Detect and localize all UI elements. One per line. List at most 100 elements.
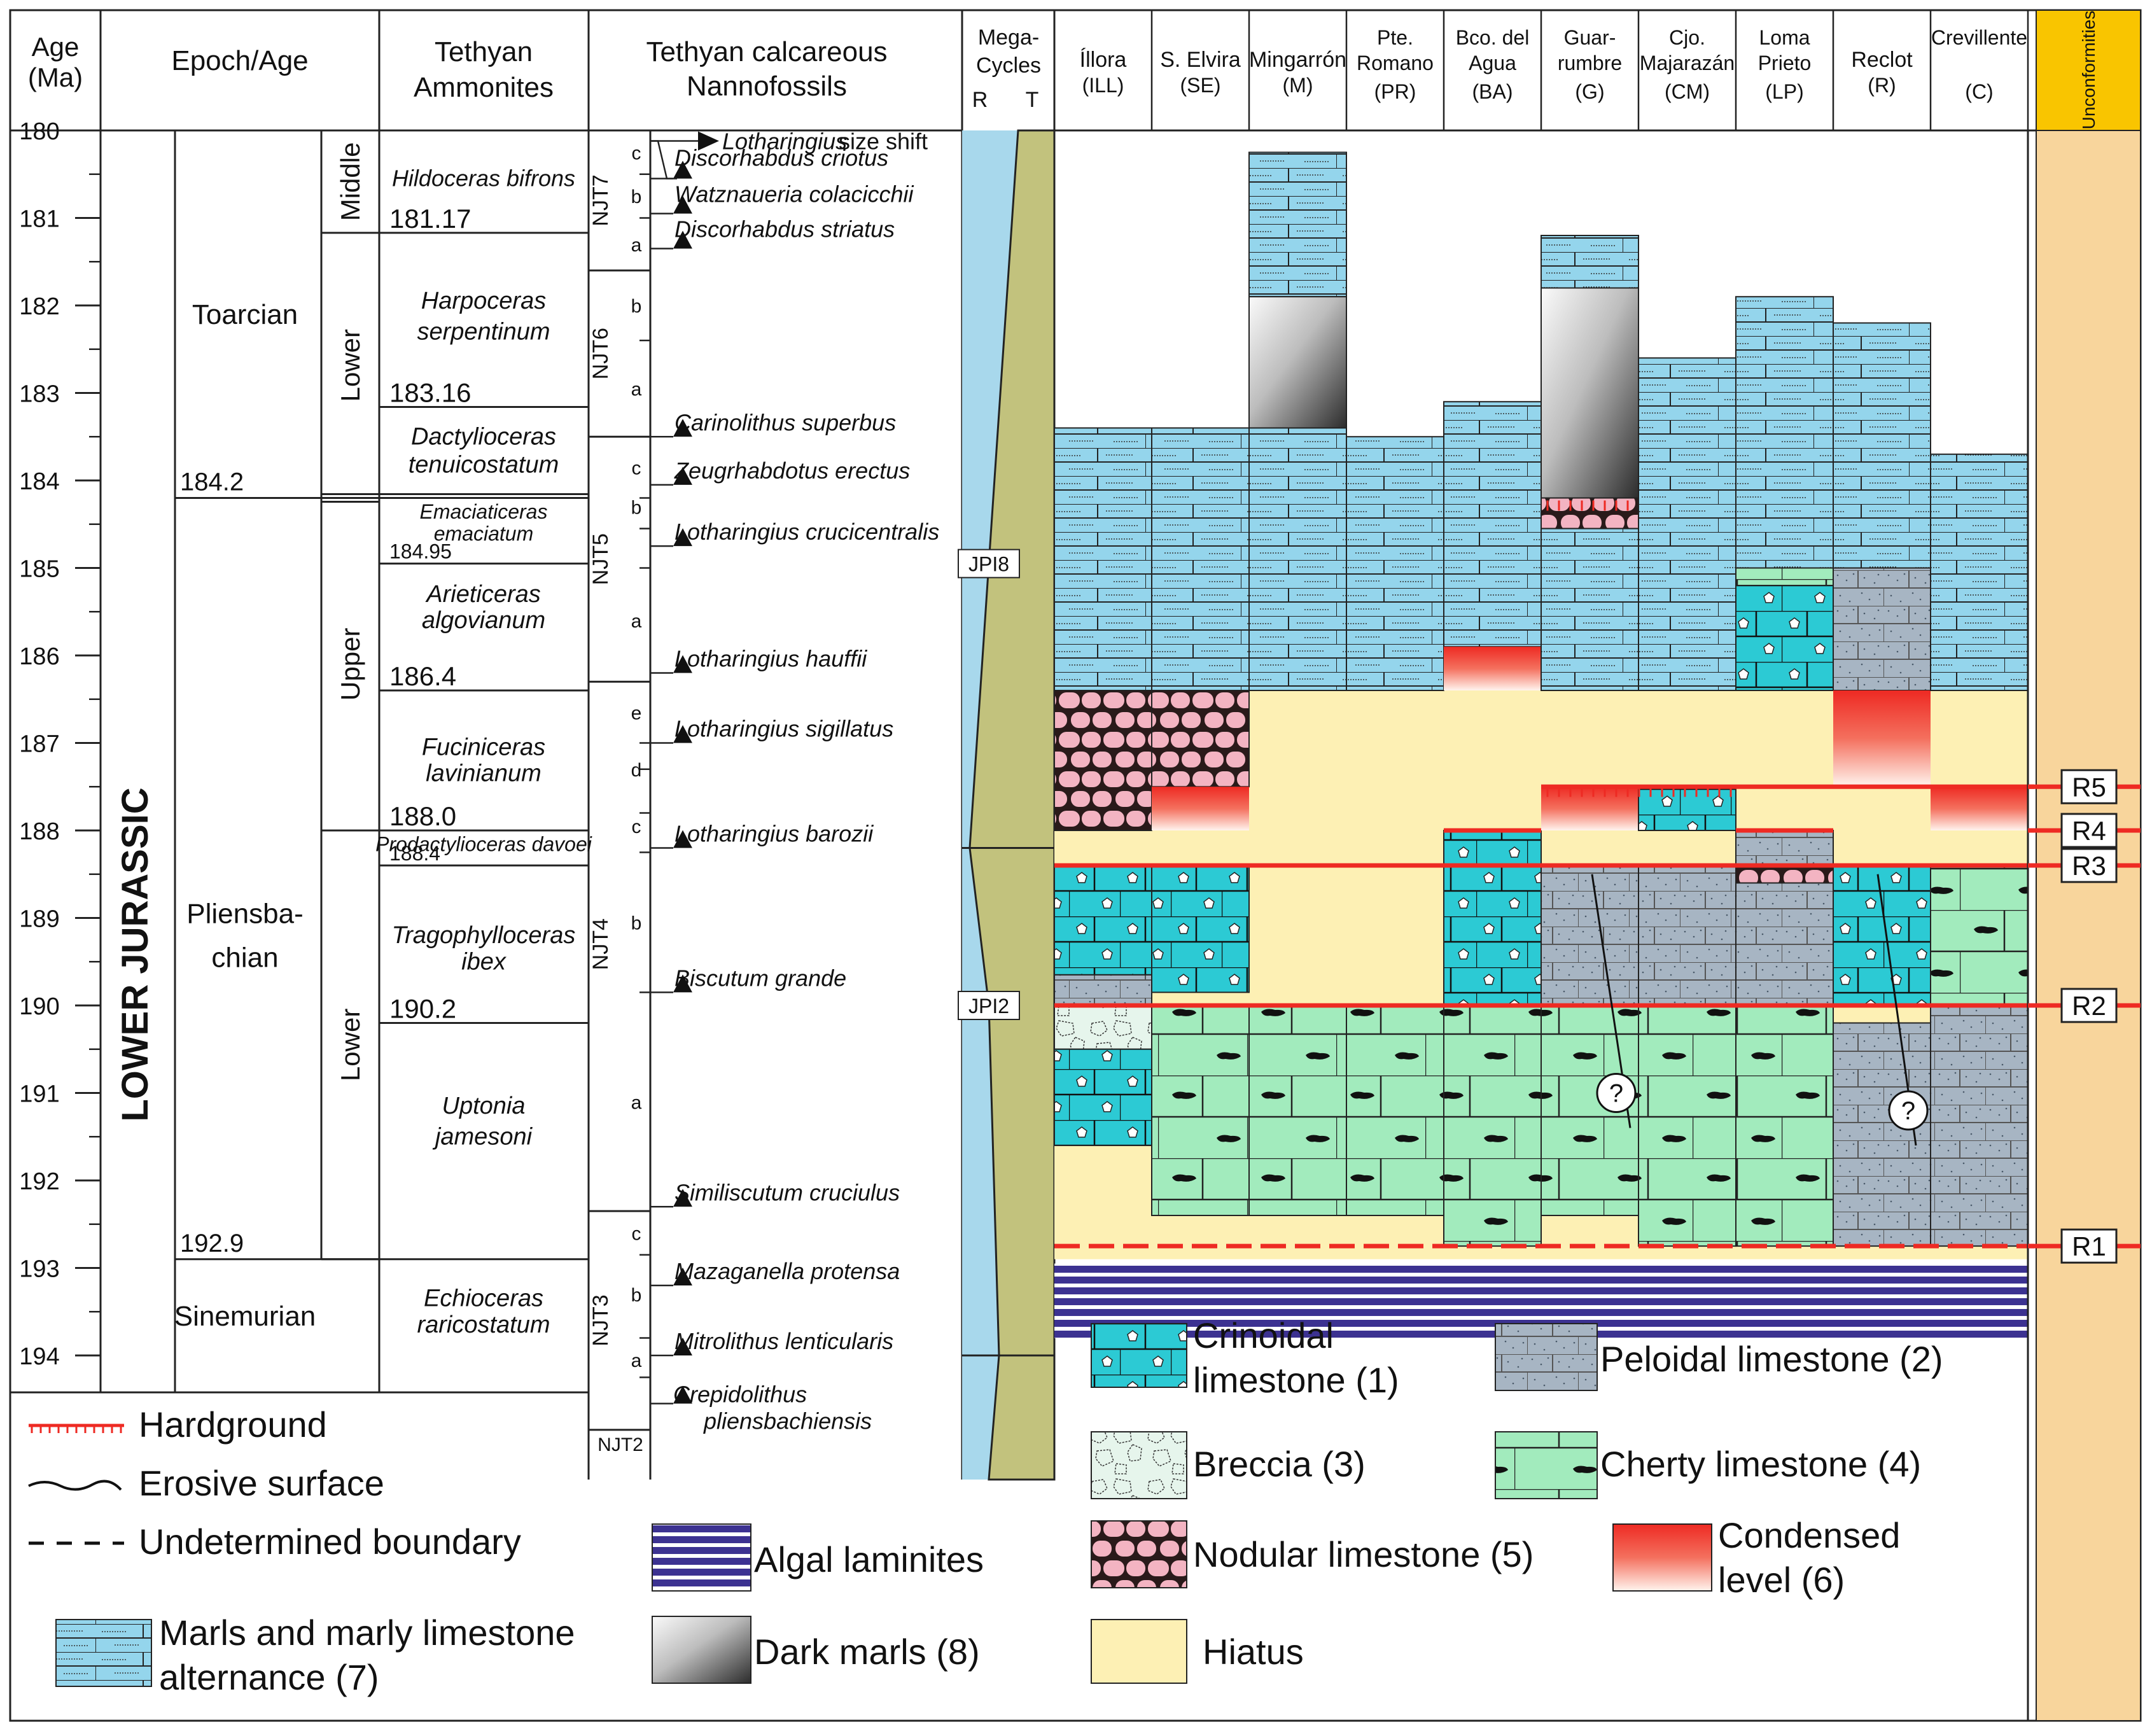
unconformity-label-box bbox=[2060, 1228, 2118, 1264]
header-megacycles-r: R bbox=[972, 88, 988, 112]
stage-name: Toarcian bbox=[192, 299, 298, 330]
unconformity-label-box bbox=[2060, 769, 2118, 804]
ammonite-zone-name: Tragophylloceras bbox=[392, 922, 576, 949]
header-epoch-age: Epoch/Age bbox=[171, 45, 308, 76]
legend-dark-marls-swatch bbox=[652, 1616, 751, 1684]
header-nannofossils: Tethyan calcareous bbox=[646, 36, 887, 67]
age-tick-label: 182 bbox=[19, 293, 59, 320]
nanno-event-name: Carinolithus superbus bbox=[674, 409, 896, 435]
nanno-subzone-label: a bbox=[631, 1350, 642, 1371]
ammonite-zone-name: Prodactylioceras davoei bbox=[375, 833, 592, 856]
ammonite-zone-base-age: 183.16 bbox=[389, 378, 471, 408]
section-name: Prieto bbox=[1758, 52, 1812, 74]
crinoidal-majarazan bbox=[1638, 786, 1736, 831]
crinoidal-illora bbox=[1054, 865, 1152, 976]
legend-peloidal-label: Peloidal limestone (2) bbox=[1600, 1339, 1943, 1379]
legend-nodular-label: Nodular limestone (5) bbox=[1193, 1534, 1534, 1574]
header-ammonites: Tethyan bbox=[435, 36, 533, 67]
section-name: Cjo. bbox=[1669, 26, 1705, 49]
age-tick-label: 181 bbox=[19, 206, 59, 233]
ammonite-zone-name: algovianum bbox=[422, 607, 545, 634]
nanno-subzone-label: a bbox=[631, 235, 642, 256]
nodular-s-elvira bbox=[1151, 690, 1250, 788]
nanno-event-connector bbox=[650, 140, 677, 179]
nanno-subzone-label: c bbox=[632, 143, 641, 164]
legend-crinoidal-label-2: limestone (1) bbox=[1193, 1360, 1399, 1400]
section-abbr: (BA) bbox=[1472, 80, 1513, 103]
legend-undetermined-label: Undetermined boundary bbox=[139, 1522, 521, 1562]
megacycle-label-box bbox=[958, 991, 1020, 1020]
nanno-event-name: Lotharingius barozii bbox=[674, 821, 874, 847]
cherty-crevillente bbox=[1930, 865, 2029, 1006]
age-tick-label: 184 bbox=[19, 468, 59, 495]
cherty-mingarron bbox=[1248, 1005, 1347, 1216]
section-name: Bco. del bbox=[1456, 26, 1530, 49]
unconformity-label: R1 bbox=[2072, 1231, 2106, 1261]
unconformity-header-label: Unconformities bbox=[2079, 11, 2099, 130]
nanno-zone-name: NJT4 bbox=[589, 918, 613, 970]
nanno-event-name-suffix: size shift bbox=[839, 129, 928, 155]
unconformity-label: R4 bbox=[2072, 816, 2106, 846]
nanno-event-name: Lotharingius sigillatus bbox=[674, 716, 893, 742]
condensed-reclot bbox=[1833, 690, 1931, 787]
unconformity-label-box bbox=[2060, 813, 2118, 848]
epoch-label: LOWER JURASSIC bbox=[115, 787, 156, 1121]
peloidal-loma-prieto bbox=[1735, 830, 1834, 866]
substage-name: Middle bbox=[335, 143, 365, 221]
section-name: S. Elvira bbox=[1160, 48, 1241, 72]
crinoidal-reclot bbox=[1833, 865, 1931, 1006]
nanno-event-marker bbox=[673, 195, 692, 214]
ammonite-zone-name: raricostatum bbox=[417, 1312, 550, 1338]
nanno-event-marker bbox=[673, 528, 692, 547]
stage-column: LOWER JURASSICToarcianPliensba-chianSine… bbox=[115, 143, 379, 1332]
age-tick-label: 187 bbox=[19, 731, 59, 758]
ammonite-zone-base-age: 184.95 bbox=[389, 540, 452, 563]
ammonite-zone-name: emaciatum bbox=[434, 522, 534, 545]
section-abbr: (PR) bbox=[1374, 80, 1416, 103]
section-name: Mingarrón bbox=[1249, 48, 1346, 72]
nanno-subzone-label: a bbox=[631, 1092, 642, 1113]
peloidal-majarazan bbox=[1638, 865, 1736, 1006]
nanno-subzone-label: c bbox=[632, 458, 641, 479]
section-abbr: (G) bbox=[1575, 80, 1604, 103]
header-age: Age bbox=[32, 32, 80, 62]
nanno-subzone-label: c bbox=[632, 1224, 641, 1245]
nodular-loma-prieto bbox=[1735, 865, 1834, 884]
legend-nodular-swatch bbox=[1091, 1520, 1187, 1588]
dark-marls-guarrumbre bbox=[1541, 287, 1639, 499]
nanno-event-name: Mitrolithus lenticularis bbox=[674, 1328, 893, 1354]
ammonite-zone-name: Fuciniceras bbox=[422, 734, 545, 760]
marls-reclot bbox=[1833, 322, 1931, 569]
nanno-event-marker bbox=[673, 466, 692, 485]
ammonite-zone-base-age: 181.17 bbox=[389, 204, 471, 234]
ammonite-zone-name: Arieticeras bbox=[425, 581, 541, 608]
age-tick-label: 194 bbox=[19, 1343, 59, 1370]
legend-condensed-swatch bbox=[1612, 1523, 1712, 1592]
nodular-illora bbox=[1054, 690, 1152, 831]
nanno-subzone-label: b bbox=[631, 186, 642, 207]
ammonite-zone-base-age: 186.4 bbox=[389, 661, 456, 691]
question-mark: ? bbox=[1901, 1097, 1915, 1125]
nanno-event-name: Watznaueria colacicchii bbox=[674, 181, 914, 207]
legend-hiatus-swatch bbox=[1091, 1619, 1187, 1684]
dark-marls-mingarron bbox=[1248, 296, 1347, 429]
legend-crinoidal-swatch bbox=[1091, 1323, 1187, 1388]
section-name: Reclot bbox=[1851, 48, 1913, 72]
marls-guarrumbre bbox=[1541, 235, 1639, 289]
stage-name: Sinemurian bbox=[174, 1301, 316, 1332]
section-abbr: (SE) bbox=[1180, 74, 1221, 97]
unconformity-label: R5 bbox=[2072, 772, 2106, 802]
peloidal-reclot-lower bbox=[1833, 1022, 1931, 1247]
section-name: Guar- bbox=[1564, 26, 1616, 49]
peloidal-reclot bbox=[1833, 567, 1931, 691]
header-age-unit: (Ma) bbox=[28, 62, 83, 92]
megacycle-label: JPI8 bbox=[968, 553, 1009, 576]
question-mark: ? bbox=[1609, 1080, 1623, 1108]
nanno-event-name: Lotharingius crucicentralis bbox=[674, 519, 939, 545]
nanno-subzone-label: d bbox=[631, 760, 642, 781]
section-abbr: (LP) bbox=[1765, 80, 1803, 103]
marls-mingarron-lower bbox=[1248, 427, 1347, 691]
